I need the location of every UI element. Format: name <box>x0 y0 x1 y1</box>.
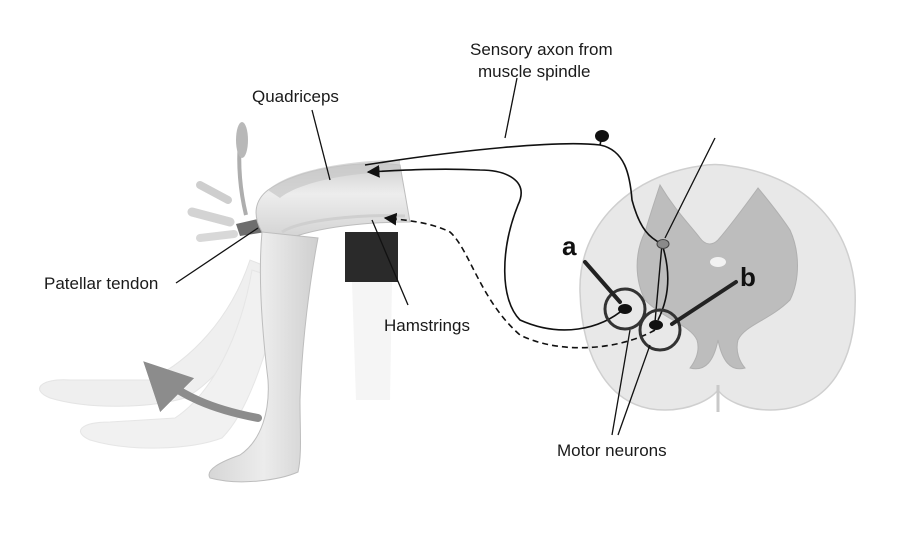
stool <box>345 232 398 400</box>
reflex-hammer <box>187 122 266 242</box>
dorsal-root-ganglion <box>595 130 609 142</box>
sensory-axon-label-line2: muscle spindle <box>478 62 591 81</box>
sensory-axon-label-line1: Sensory axon from <box>470 40 613 59</box>
patellar-tendon-label: Patellar tendon <box>44 274 159 293</box>
motor-neuron-a <box>603 287 647 331</box>
quadriceps-label: Quadriceps <box>252 87 339 106</box>
sensory-axon <box>364 142 663 245</box>
motor-neurons-label: Motor neurons <box>557 441 667 460</box>
leg-swing-arrow <box>143 361 262 422</box>
motor-neuron-b <box>638 308 682 352</box>
gray-matter <box>636 183 798 370</box>
marker-a-line <box>583 260 622 304</box>
inhibitory-axon-hamstrings <box>383 212 656 349</box>
marker-a-label: a <box>562 231 577 261</box>
marker-b-line <box>670 280 738 326</box>
motor-axon-quadriceps <box>366 164 626 331</box>
marker-b-label: b <box>740 262 756 292</box>
ghost-leg-positions <box>39 259 283 449</box>
hamstrings-label: Hamstrings <box>384 316 470 335</box>
nerve-pathways <box>364 135 669 349</box>
interneuron-body <box>656 239 670 249</box>
sensory-axon-branch <box>657 243 669 321</box>
leader-lines <box>175 77 716 436</box>
